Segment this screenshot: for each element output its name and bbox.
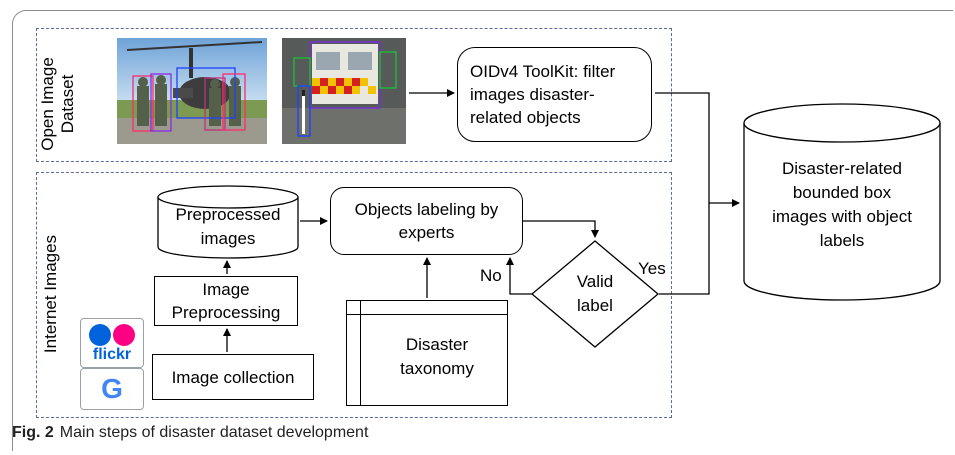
google-logo: G bbox=[80, 368, 144, 410]
no-label: No bbox=[480, 266, 502, 285]
edge-oidv4-to-output bbox=[655, 92, 740, 207]
edge-labeling-to-valid bbox=[523, 220, 599, 238]
image-preprocessing-box: Image Preprocessing bbox=[154, 276, 298, 326]
taxonomy-divider-h bbox=[347, 314, 507, 315]
yes-label: Yes bbox=[638, 259, 666, 278]
disaster-taxonomy-label: Disaster taxonomy bbox=[400, 335, 474, 378]
figure-caption-text: Main steps of disaster dataset developme… bbox=[59, 424, 369, 441]
edge-no-to-labeling bbox=[506, 257, 532, 295]
internet-images-panel bbox=[36, 172, 672, 418]
valid-label-text: Valid label bbox=[576, 272, 614, 315]
open-image-dataset-panel bbox=[36, 28, 672, 162]
taxonomy-divider-v bbox=[360, 301, 361, 405]
flickr-blue-dot bbox=[89, 324, 111, 346]
figure-frame bbox=[12, 10, 953, 451]
preprocessed-images-cylinder: Preprocessed images bbox=[157, 185, 299, 259]
valid-label-diamond: Valid label bbox=[531, 240, 659, 348]
preprocessed-images-label: Preprocessed images bbox=[175, 205, 281, 248]
output-cylinder: Disaster-related bounded box images with… bbox=[743, 103, 941, 301]
oidv4-toolkit-box: OIDv4 ToolKit: filter images disaster-re… bbox=[457, 47, 652, 142]
objects-labeling-box: Objects labeling by experts bbox=[330, 187, 523, 255]
helicopter-soldiers-photo bbox=[117, 38, 267, 144]
figure-caption: Fig. 2 Main steps of disaster dataset dev… bbox=[12, 424, 368, 442]
disaster-taxonomy-box: Disaster taxonomy bbox=[346, 300, 508, 406]
ambulance-photo bbox=[282, 38, 406, 144]
image-collection-box: Image collection bbox=[152, 354, 314, 400]
flickr-pink-dot bbox=[113, 324, 135, 346]
figure-caption-label: Fig. 2 bbox=[12, 424, 54, 441]
output-label: Disaster-related bounded box images with… bbox=[772, 159, 912, 250]
edge-yes-to-output bbox=[659, 203, 710, 295]
flickr-wordmark: flickr bbox=[92, 346, 132, 363]
google-g-icon: G bbox=[101, 373, 123, 404]
flickr-logo: flickr bbox=[80, 318, 144, 368]
